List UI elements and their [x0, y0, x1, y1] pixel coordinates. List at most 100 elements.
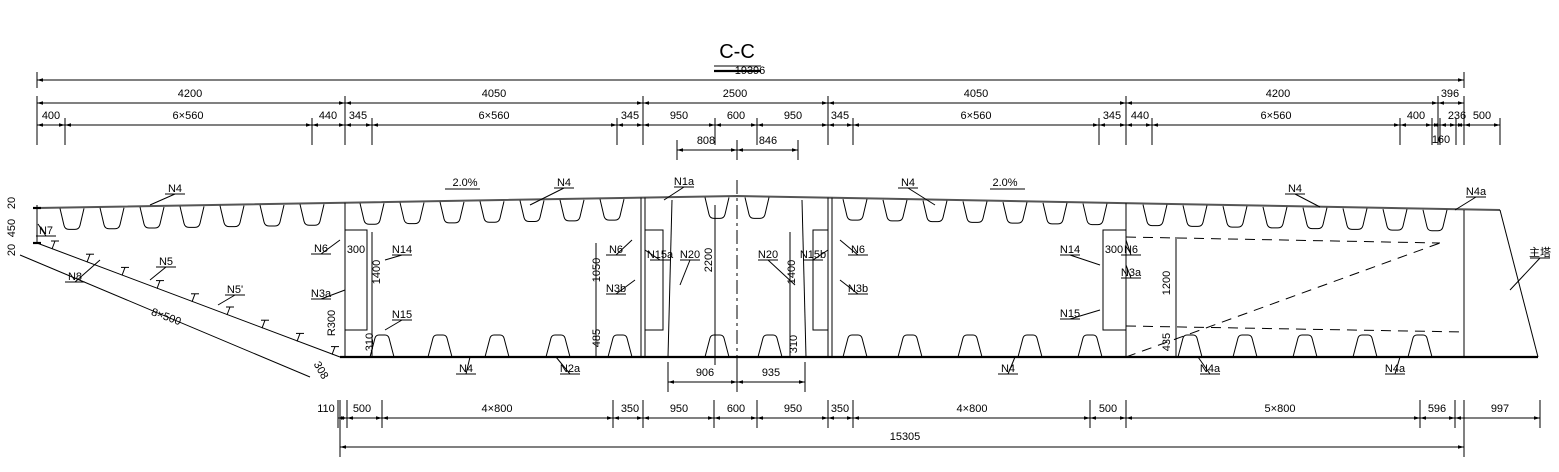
- top-u-rib: [59, 208, 85, 230]
- dim-arrow: [715, 123, 721, 127]
- T-stiffener: [261, 320, 266, 329]
- T-stiffener: [51, 240, 56, 250]
- dimension-value: 160: [1432, 134, 1450, 146]
- leader-line: [1294, 193, 1321, 208]
- dimension-value: 440: [1131, 110, 1149, 122]
- dimension-value: 5×800: [1265, 403, 1296, 415]
- dim-arrow: [306, 123, 312, 127]
- dimension-value: 6×560: [479, 110, 510, 122]
- dimension-value: 950: [670, 110, 688, 122]
- dim-arrow: [1458, 123, 1464, 127]
- dim-arrow: [737, 148, 743, 152]
- T-stiffener: [226, 306, 231, 316]
- top-u-rib: [1182, 205, 1208, 227]
- leader-line: [529, 187, 565, 206]
- bottom-u-rib: [1292, 334, 1318, 358]
- dim-arrow: [37, 101, 43, 105]
- vertical-dim-label: 20: [6, 244, 18, 256]
- top-u-rib: [842, 199, 868, 221]
- dim-arrow: [1120, 101, 1126, 105]
- leader-line: [465, 356, 471, 375]
- part-label: N5: [159, 256, 173, 268]
- dim-arrow: [1432, 101, 1438, 105]
- dim-arrow: [637, 416, 643, 420]
- dimension-value: 846: [759, 135, 777, 147]
- leader-line: [907, 187, 936, 206]
- dim-arrow: [828, 123, 834, 127]
- part-label: 主塔: [1529, 246, 1551, 259]
- dimension-value: 500: [1473, 110, 1491, 122]
- slope-label: 2.0%: [992, 177, 1017, 189]
- dimension-value: 997: [1491, 403, 1509, 415]
- part-label: N2a: [560, 363, 581, 375]
- dimension-value: 4200: [1266, 88, 1290, 100]
- dim-arrow: [345, 101, 351, 105]
- top-u-rib: [559, 199, 585, 222]
- vertical-dim-label: 310: [364, 333, 376, 351]
- dim-arrow: [1438, 101, 1444, 105]
- dim-arrow: [1146, 123, 1152, 127]
- dim-arrow: [1458, 445, 1464, 449]
- bottom-u-rib: [607, 334, 633, 358]
- sloped-bottom-web: [36, 242, 341, 358]
- leader-line: [1197, 356, 1211, 375]
- part-label: N8: [68, 271, 82, 283]
- dim-arrow: [757, 416, 763, 420]
- dim-arrow: [1414, 416, 1420, 420]
- leader-line: [74, 259, 101, 283]
- top-u-rib: [1422, 209, 1448, 232]
- dim-arrow: [643, 101, 649, 105]
- part-label: N20: [680, 249, 700, 261]
- T-stiffener: [191, 293, 196, 302]
- dim-arrow: [757, 123, 763, 127]
- top-u-rib: [922, 200, 948, 223]
- leader-line: [320, 239, 341, 255]
- dimension-value: 110: [317, 403, 335, 415]
- dim-arrow: [1455, 416, 1461, 420]
- bottom-u-rib: [704, 334, 730, 358]
- bottom-u-rib: [369, 334, 395, 358]
- dim-arrow: [339, 101, 345, 105]
- dim-arrow: [714, 416, 720, 420]
- part-label: N4: [1288, 183, 1302, 195]
- part-label: N4: [168, 183, 182, 195]
- dim-arrow: [751, 416, 757, 420]
- top-u-rib: [259, 204, 285, 227]
- dimension-value: 345: [621, 110, 639, 122]
- top-u-rib: [139, 206, 165, 229]
- dim-arrow: [708, 416, 714, 420]
- dashed-line: [1125, 325, 1465, 333]
- leader-line: [37, 223, 47, 237]
- top-u-rib: [519, 200, 545, 223]
- slope-label: 2.0%: [452, 177, 477, 189]
- top-u-rib: [744, 197, 770, 219]
- bottom-u-rib: [1177, 334, 1203, 358]
- part-label: N6: [1124, 244, 1138, 256]
- top-u-rib: [179, 206, 205, 228]
- leader-line: [644, 249, 661, 261]
- dim-arrow: [731, 148, 737, 152]
- leader-line: [1069, 309, 1101, 320]
- bottom-u-rib: [757, 334, 783, 358]
- dim-arrow: [340, 445, 346, 449]
- dim-arrow: [799, 380, 805, 384]
- bottom-u-rib: [484, 334, 510, 358]
- dim-arrow: [751, 123, 757, 127]
- dimension-value: 808: [697, 135, 715, 147]
- top-u-rib: [1262, 206, 1288, 229]
- dimension-value: 950: [784, 110, 802, 122]
- dim-arrow: [1434, 123, 1440, 127]
- part-label: N15: [392, 309, 412, 321]
- dim-label: 308: [311, 360, 331, 382]
- vertical-dim-label: 2200: [703, 248, 715, 272]
- dim-arrow: [1494, 123, 1500, 127]
- dim-arrow: [65, 123, 71, 127]
- top-u-rib: [99, 207, 125, 230]
- part-label: N4: [901, 177, 915, 189]
- vertical-dim-label: 310: [788, 335, 800, 353]
- dim-arrow: [822, 416, 828, 420]
- dim-arrow: [822, 101, 828, 105]
- leader-line: [1509, 257, 1541, 291]
- section-title-text: C-C: [719, 41, 755, 63]
- leader-line: [1007, 356, 1016, 375]
